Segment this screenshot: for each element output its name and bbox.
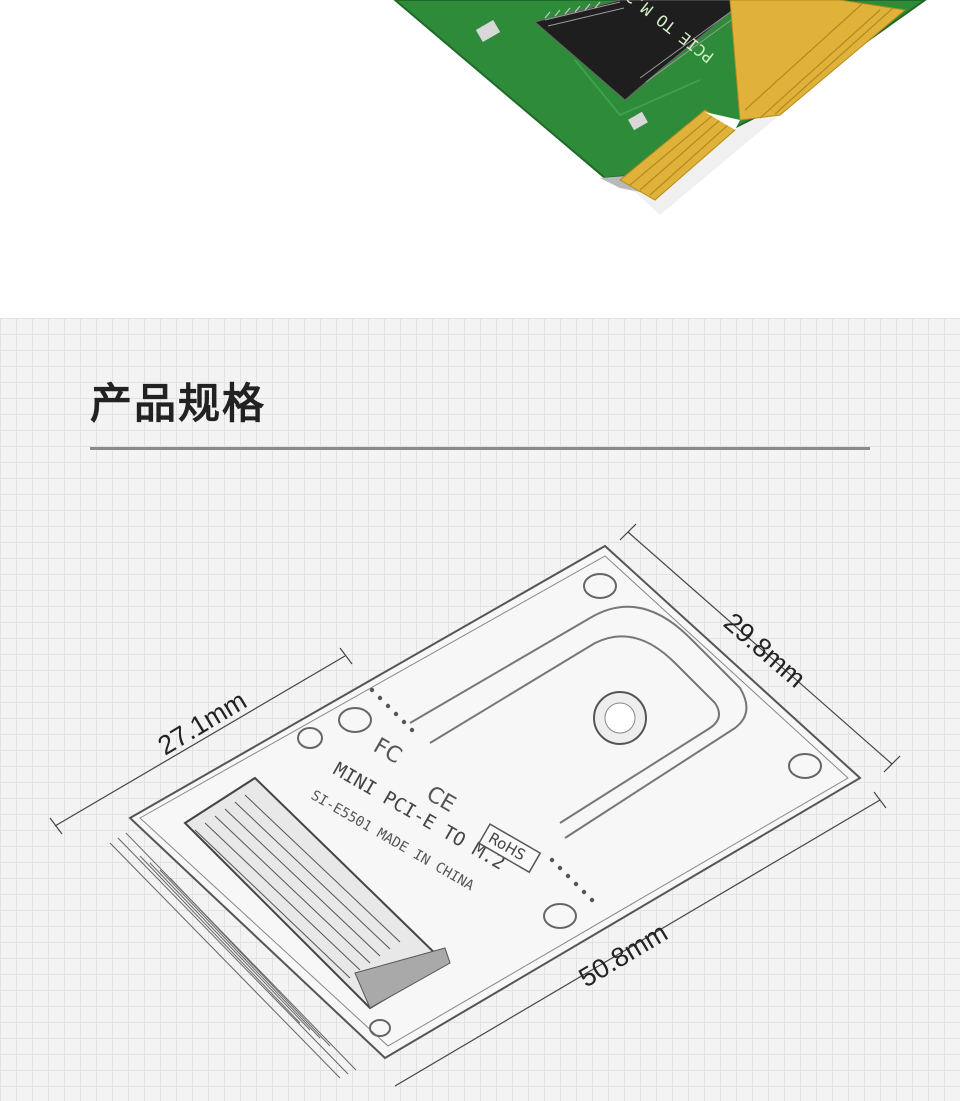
dimension-line-right — [619, 523, 901, 773]
section-title: 产品规格 — [90, 379, 267, 428]
product-photo: PCIE TO M.2 — [0, 0, 960, 318]
via-dots — [369, 687, 595, 903]
title-divider — [90, 447, 870, 450]
dimension-line-bottom — [394, 791, 887, 1087]
dimension-line-left — [49, 647, 353, 835]
gold-fingers-right — [729, 0, 907, 121]
standoff-rail-sketch — [409, 605, 748, 839]
mounting-screw-icon — [593, 691, 647, 745]
m2-slot-sketch — [183, 776, 451, 1010]
spec-section: 产品规格 — [0, 318, 960, 1101]
green-card-illustration: PCIE TO M.2 — [393, 0, 927, 215]
edge-connector-sketch — [109, 832, 357, 1079]
m2-connector — [533, 0, 746, 101]
dimension-label-width: 27.1mm — [153, 685, 252, 761]
mounting-holes — [297, 573, 822, 1037]
board-dimension-drawing: MINI PCI-E TO M.2 SI-E5501 MADE IN CHINA… — [49, 523, 901, 1087]
